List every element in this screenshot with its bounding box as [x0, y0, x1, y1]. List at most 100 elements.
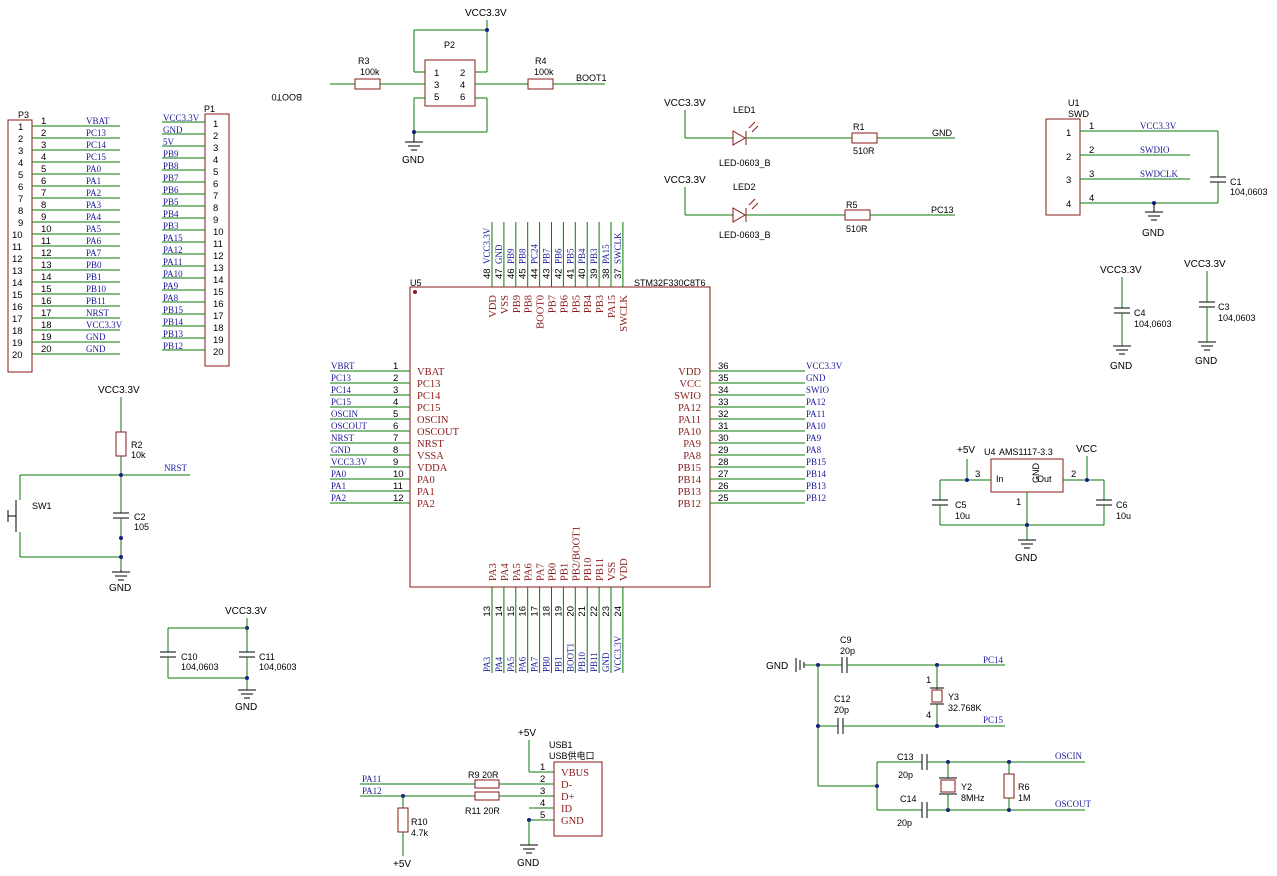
p1-net-label: 5V — [163, 137, 175, 147]
r9-body — [474, 779, 500, 789]
svg-text:105: 105 — [134, 522, 149, 532]
u5-left-pin-name: VDDA — [417, 463, 448, 474]
svg-text:VCC3.3V: VCC3.3V — [664, 98, 706, 109]
p1-net-label: VCC3.3V — [163, 113, 200, 123]
svg-text:Y2: Y2 — [961, 782, 972, 792]
p1-net-label: PA9 — [163, 281, 179, 291]
svg-text:104,0603: 104,0603 — [1218, 313, 1256, 323]
u5-top-num: 39 — [589, 268, 600, 279]
u5-top-pin-name: BOOT0 — [536, 295, 547, 329]
p3-pin-label: 18 — [41, 320, 52, 331]
p1-pin-number: 15 — [213, 287, 224, 298]
svg-text:GND: GND — [517, 858, 539, 869]
p3-net-label: VBAT — [86, 116, 110, 126]
p1-net-label: PB9 — [163, 149, 179, 159]
svg-text:+5V: +5V — [393, 859, 411, 870]
svg-text:C4: C4 — [1134, 308, 1146, 318]
svg-text:6: 6 — [460, 92, 465, 103]
u5-right-pin-name: PA12 — [678, 403, 701, 414]
u5-left-num: 12 — [393, 493, 404, 504]
led1-symbol — [732, 130, 746, 146]
u5-left-net: PA1 — [331, 481, 346, 491]
u5-left-net: OSCIN — [331, 409, 359, 419]
p3-pin-number: 9 — [18, 218, 23, 229]
u5-top-net: SWCLK — [613, 232, 623, 264]
p3-pin-label: 17 — [41, 308, 52, 319]
u5-left-pin-name: PA0 — [417, 475, 435, 486]
usb-body — [553, 761, 603, 837]
u5-bottom-pin-name: PB11 — [595, 558, 606, 581]
p1-net-label: PB7 — [163, 173, 179, 183]
u5-top-pin-name: PA15 — [607, 295, 618, 318]
u5-top-pin-name: PB9 — [512, 295, 523, 313]
u5-bottom-pin-name: PA4 — [500, 563, 511, 581]
p3-pin-number: 12 — [12, 254, 23, 265]
svg-text:PC13: PC13 — [931, 205, 954, 215]
svg-text:LED-0603_B: LED-0603_B — [719, 230, 771, 240]
u5-right-num: 28 — [718, 457, 729, 468]
u5-left-net: GND — [331, 445, 351, 455]
u5-top-net: PB3 — [589, 248, 599, 264]
sw1-label: SW1 — [32, 501, 52, 511]
svg-text:R9 20R: R9 20R — [468, 770, 499, 780]
p1-net-label: PB12 — [163, 341, 183, 351]
p1-pin-number: 1 — [213, 119, 218, 130]
svg-text:4: 4 — [1066, 199, 1071, 210]
svg-text:4: 4 — [926, 710, 931, 721]
u5-left-net: PC14 — [331, 385, 352, 395]
svg-text:20p: 20p — [834, 705, 849, 715]
p3-pin-number: 10 — [12, 230, 23, 241]
u5-right-pin-name: PA9 — [683, 439, 701, 450]
u5-top-net: PB9 — [506, 248, 516, 264]
svg-text:GND: GND — [402, 155, 424, 166]
usb-pin-name: ID — [561, 804, 572, 815]
svg-text:10k: 10k — [131, 450, 146, 460]
p2-gnd-symbol — [405, 132, 423, 151]
u5-top-net: PB6 — [553, 248, 563, 264]
svg-text:SWDIO: SWDIO — [1140, 145, 1170, 155]
u5-top-net: PA15 — [601, 244, 611, 264]
p3-net-label: PA0 — [86, 164, 102, 174]
u5-top-pin-name: PB3 — [595, 295, 606, 313]
u5-left-num: 8 — [393, 445, 398, 456]
svg-text:VCC3.3V: VCC3.3V — [1184, 259, 1226, 270]
u5-left-num: 11 — [393, 481, 403, 492]
u5-right-num: 25 — [718, 493, 729, 504]
p3-net-label: GND — [86, 344, 106, 354]
p1-pin-number: 3 — [213, 143, 218, 154]
u5-bottom-num: 13 — [482, 606, 493, 617]
svg-text:GND: GND — [932, 128, 953, 138]
p1-pin-number: 5 — [213, 167, 218, 178]
p1-pin-number: 18 — [213, 323, 224, 334]
u5-ref: U5 — [410, 278, 422, 288]
u5-top-num: 46 — [506, 268, 517, 279]
u5-bottom-pin-name: PA3 — [488, 563, 499, 581]
usb-pin-number: 4 — [540, 798, 545, 809]
u5-top-num: 47 — [494, 268, 505, 279]
p3-pin-label: 3 — [41, 140, 46, 151]
p2-vcc-label: VCC3.3V — [465, 8, 507, 19]
u5-top-num: 43 — [542, 268, 553, 279]
p1-pin-number: 9 — [213, 215, 218, 226]
p1-pin-number: 13 — [213, 263, 224, 274]
u5-bottom-num: 14 — [494, 606, 505, 617]
svg-text:OSCOUT: OSCOUT — [1055, 799, 1092, 809]
u5-bottom-net: PA6 — [518, 656, 528, 672]
r2-body — [115, 431, 127, 457]
svg-text:GND: GND — [109, 583, 131, 594]
u5-right-net: PA9 — [806, 433, 822, 443]
u5-top-pin-name: SWCLK — [619, 295, 630, 332]
u5-bottom-pin-name: PA5 — [512, 563, 523, 581]
p1-pin-number: 12 — [213, 251, 224, 262]
u5-top-net: PC24 — [530, 243, 540, 264]
u5-right-num: 32 — [718, 409, 729, 420]
svg-text:Out: Out — [1037, 474, 1052, 484]
r4-body — [527, 78, 554, 90]
p3-net-label: PB10 — [86, 284, 107, 294]
u5-left-pin-name: VSSA — [417, 451, 444, 462]
svg-text:+5V: +5V — [957, 445, 975, 456]
u5-bottom-pin-name: VDD — [619, 558, 630, 581]
u5-left-pin-name: PC14 — [417, 391, 441, 402]
u5-left-net: PC15 — [331, 397, 352, 407]
